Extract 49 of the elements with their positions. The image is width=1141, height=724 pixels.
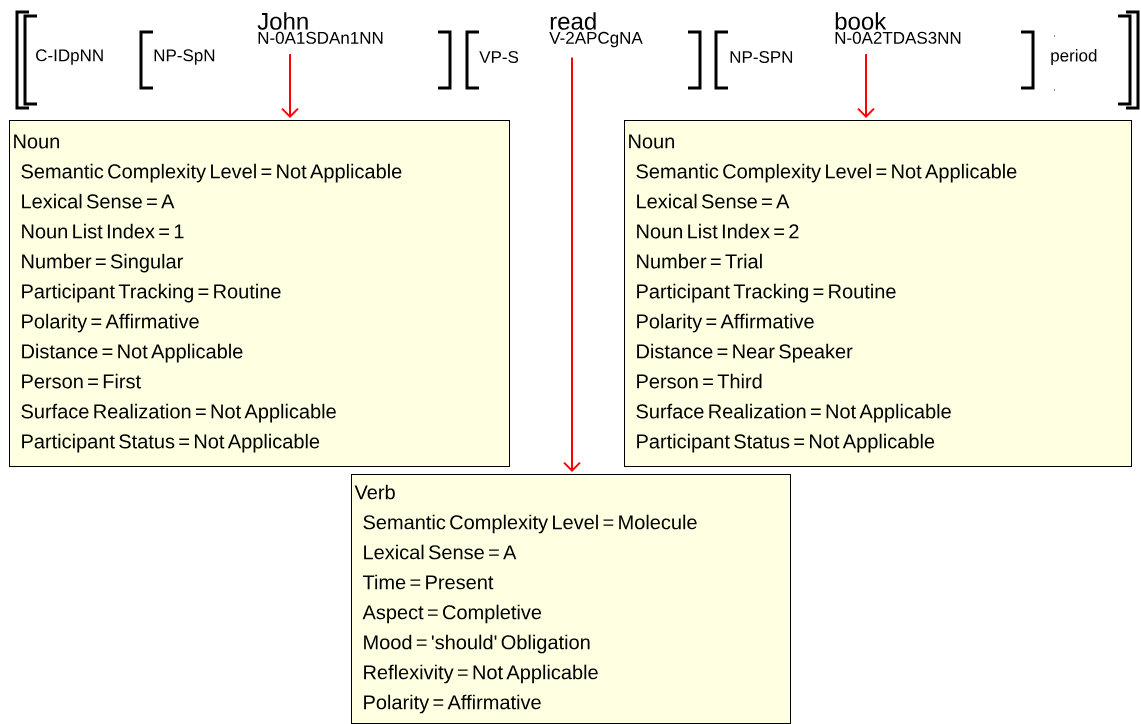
feature-line: Surface Realization = Not Applicable: [21, 403, 336, 423]
feature-line: Participant Tracking = Routine: [22, 283, 281, 303]
phrase-tag: .: [1054, 89, 1056, 91]
phrase-tag: VP-S: [479, 51, 519, 64]
phrase-tag: .: [1054, 35, 1056, 37]
feature-line: Polarity = Affirmative: [637, 313, 814, 333]
feature-line: Number = Singular: [22, 253, 183, 273]
feature-box: [624, 120, 1132, 467]
feature-line: Semantic Complexity Level = Not Applicable: [21, 163, 402, 183]
feature-line: Distance = Not Applicable: [22, 343, 243, 363]
arrow: [857, 53, 875, 118]
box-heading: Verb: [354, 484, 395, 500]
box-heading: Noun: [14, 134, 59, 149]
feature-line: Reflexivity = Not Applicable: [364, 664, 598, 684]
box-heading: Noun: [629, 134, 674, 149]
feature-line: Semantic Complexity Level = Molecule: [363, 514, 697, 534]
feature-line: Polarity = Affirmative: [22, 313, 199, 333]
feature-line: Person = Third: [637, 373, 762, 389]
phrase-tag: period: [1051, 49, 1097, 65]
feature-line: Lexical Sense = A: [22, 193, 175, 209]
feature-line: Noun List Index = 1: [22, 223, 184, 239]
feature-line: Semantic Complexity Level = Not Applicable: [636, 163, 1017, 183]
feature-line: Participant Tracking = Routine: [637, 283, 896, 303]
feature-line: Aspect = Completive: [362, 604, 542, 624]
feature-line: Participant Status = Not Applicable: [22, 433, 320, 453]
feature-line: Polarity = Affirmative: [364, 694, 541, 714]
feature-line: Lexical Sense = A: [637, 193, 790, 209]
word-code: N-0A1SDAn1NN: [258, 31, 383, 44]
feature-line: Person = First: [22, 373, 141, 389]
phrase-tag: C-IDpNN: [36, 49, 103, 65]
word-code: V-2APCgNA: [549, 31, 643, 48]
arrow: [563, 56, 581, 472]
feature-line: Time = Present: [362, 574, 494, 590]
arrow: [281, 53, 299, 118]
word: John: [257, 12, 308, 30]
word-code: N-0A2TDAS3NN: [835, 31, 961, 44]
phrase-tag: NP-SPN: [730, 51, 793, 64]
word: read: [550, 12, 596, 30]
feature-line: Mood = 'should' Obligation: [364, 634, 590, 654]
feature-line: Surface Realization = Not Applicable: [636, 403, 951, 423]
phrase-tag: NP-SpN: [154, 49, 215, 65]
feature-box: [351, 474, 791, 724]
feature-box: [9, 120, 510, 467]
word: book: [835, 12, 887, 30]
feature-line: Participant Status = Not Applicable: [637, 433, 935, 453]
feature-line: Distance = Near Speaker: [637, 343, 853, 363]
feature-line: Lexical Sense = A: [364, 544, 517, 560]
feature-line: Number = Trial: [637, 253, 762, 269]
feature-line: Noun List Index = 2: [637, 223, 799, 239]
